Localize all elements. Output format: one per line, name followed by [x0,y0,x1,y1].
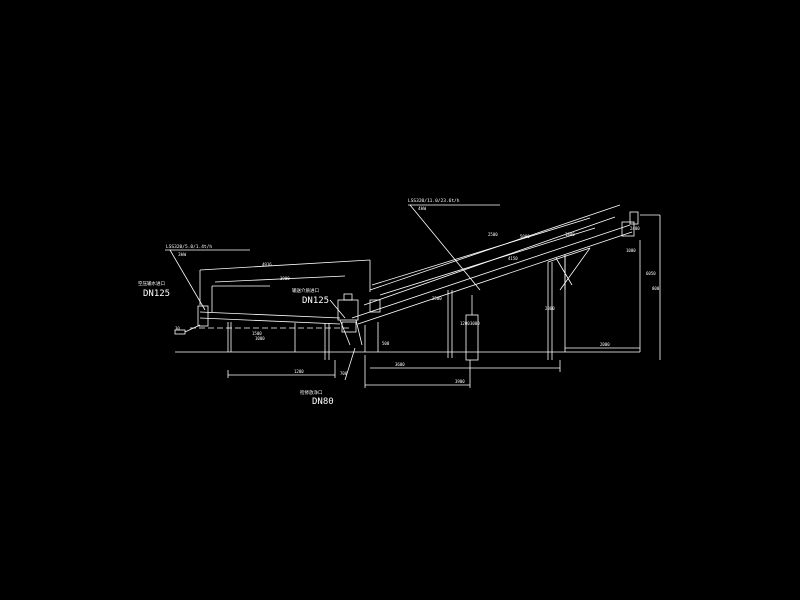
dim-value: 800 [652,286,660,291]
dim-value: 2000 [545,306,555,311]
dim-value: 4916 [262,262,272,267]
dim-value: 1500 [252,331,262,336]
mid-dn-label: DN125 [302,296,329,306]
dim-value: 1200 [294,369,304,374]
dim-value: 6050 [646,271,656,276]
dim-value: 2500 [488,232,498,237]
right-spec-label: LSS320/11.0/23.6t/h [408,198,460,204]
dim-value: 1000 [255,336,265,341]
upper-support-truss [547,247,591,291]
low-dn-label: DN80 [312,397,334,407]
left-inlet-note: 空压输水进口 [138,280,165,287]
inclined-conveyor [351,204,639,325]
dim-value: 700 [340,371,348,376]
junction-hopper [337,293,381,346]
left-dn-label: DN125 [143,289,170,299]
left-conveyor [190,285,350,329]
dim-value: 1000 [626,248,636,253]
dim-value: 3900 [280,276,290,281]
low-note: 检修放净口 [300,389,323,396]
dim-line [199,259,371,271]
dim-value: 3000 [470,321,480,326]
dim-value: 3600 [395,362,405,367]
dim-value: 1200 [460,321,470,326]
leader-line [344,347,356,381]
dim-line [371,217,591,286]
leader-line [409,204,481,291]
leader-line [169,249,206,311]
dim-value: 4150 [508,256,518,261]
left-spec-label: LSS320/5.0/1.4t/h [166,244,212,250]
dim-value: 500 [382,341,390,346]
dim-value: 1800 [565,232,575,237]
dim-value: 2400 [630,226,640,231]
left-power-label: 3kW [178,252,186,258]
mid-note: 输送介质进口 [292,287,319,294]
right-power-label: 4kW [418,206,426,212]
leader-line [329,299,346,319]
dim-value: 5000 [520,234,530,239]
dim-value: 2000 [600,342,610,347]
dim-value: 30 [175,326,180,331]
dim-value: 2500 [432,296,442,301]
dim-value: 3900 [455,379,465,384]
